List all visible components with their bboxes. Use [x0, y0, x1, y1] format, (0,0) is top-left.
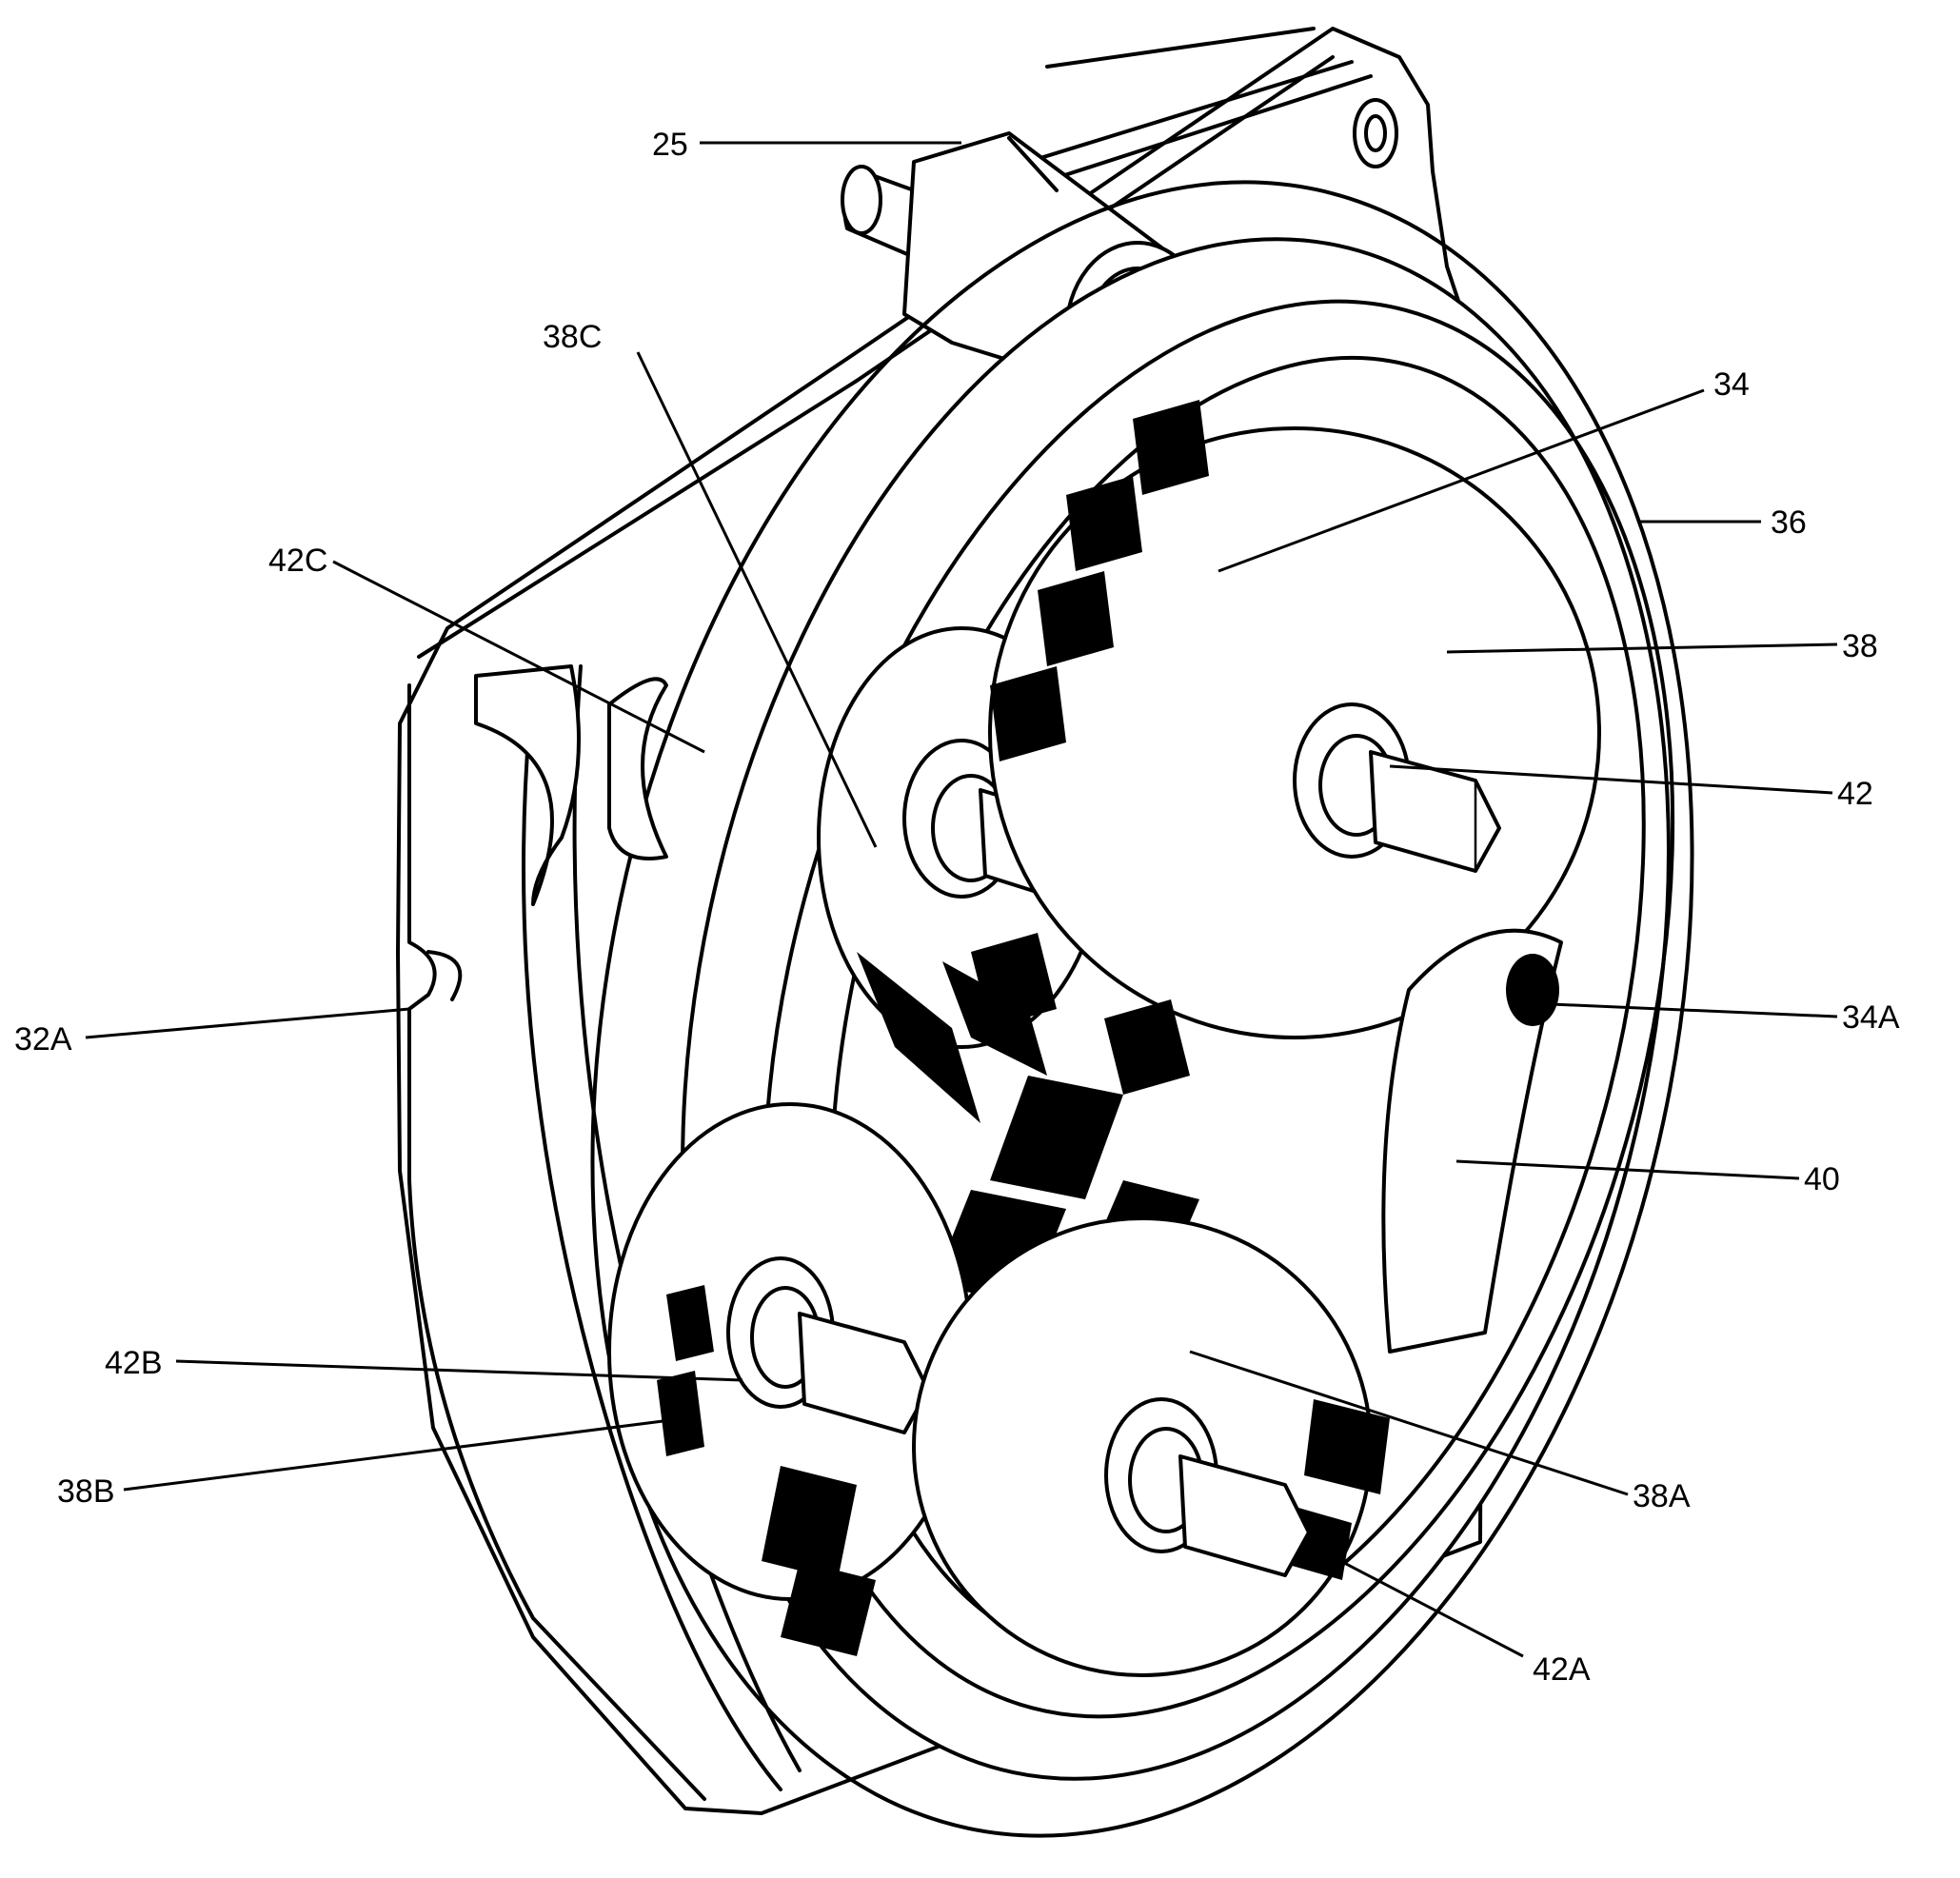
label-34a: 34A	[1842, 999, 1900, 1036]
label-38: 38	[1842, 628, 1878, 664]
label-25: 25	[652, 127, 688, 163]
label-36: 36	[1771, 504, 1807, 541]
label-38c: 38C	[543, 319, 602, 355]
label-40: 40	[1804, 1161, 1840, 1197]
label-42a: 42A	[1533, 1651, 1591, 1688]
label-38b: 38B	[57, 1473, 115, 1510]
label-42b: 42B	[105, 1345, 163, 1381]
label-42: 42	[1837, 776, 1873, 812]
label-42c: 42C	[268, 543, 327, 579]
label-34: 34	[1713, 366, 1750, 403]
label-38a: 38A	[1633, 1478, 1691, 1514]
label-32a: 32A	[14, 1021, 72, 1058]
